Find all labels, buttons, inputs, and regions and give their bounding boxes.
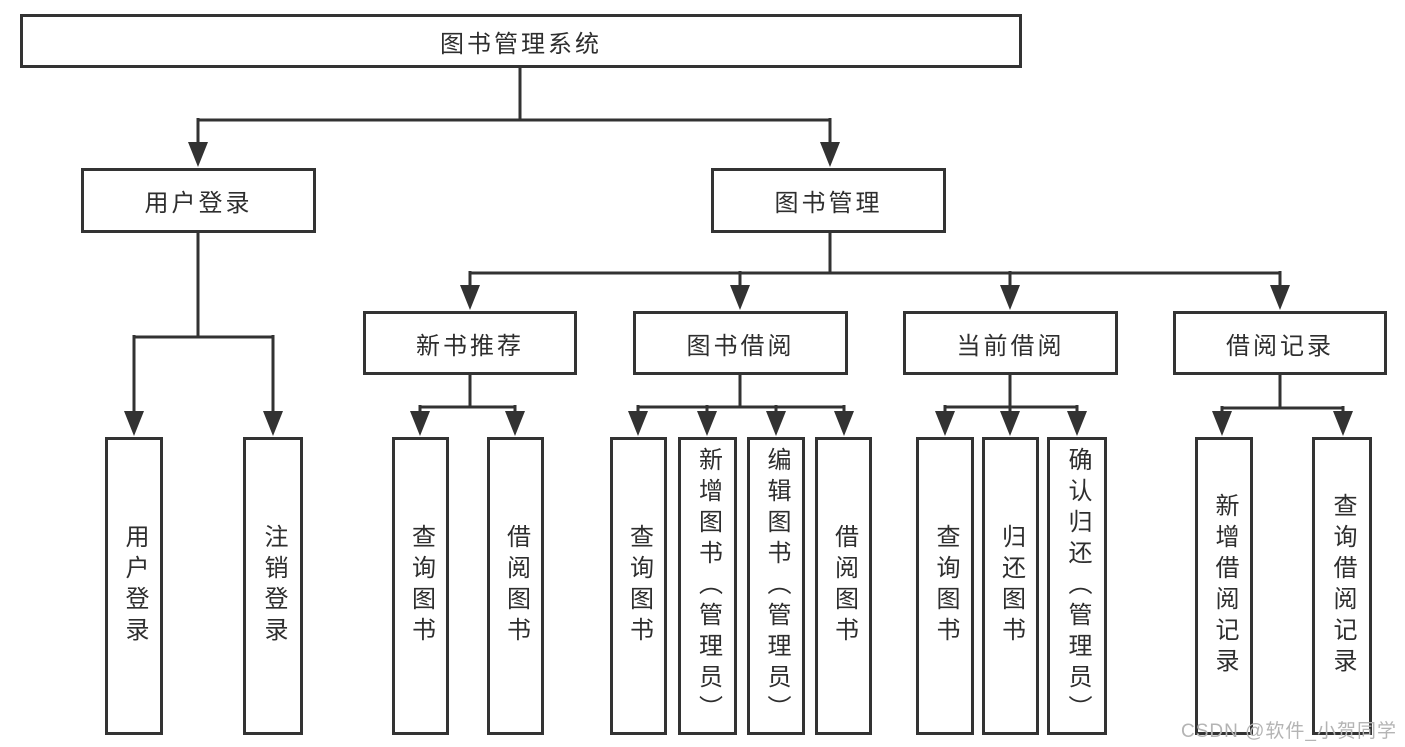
leaf-borrow-query-books: 查询图书 <box>610 437 667 735</box>
arrowhead-down-icon <box>1212 411 1353 436</box>
leaf-borrow-edit-book-admin: 编辑图书（管理员） <box>747 437 805 735</box>
node-current-borrow: 当前借阅 <box>903 311 1118 375</box>
connector-new-book-to-leaves <box>418 375 517 418</box>
arrowhead-down-icon <box>188 142 840 167</box>
leaf-current-query-books: 查询图书 <box>916 437 974 735</box>
arrowhead-down-icon <box>410 411 525 436</box>
leaf-records-query-record: 查询借阅记录 <box>1312 437 1372 735</box>
connector-borrow-records-to-leaves <box>1220 375 1345 418</box>
leaf-records-add-record: 新增借阅记录 <box>1195 437 1253 735</box>
connector-user-login-to-leaves <box>132 232 275 418</box>
connector-book-borrow-to-leaves <box>636 374 846 418</box>
leaf-user-login: 用户登录 <box>105 437 163 735</box>
leaf-borrow-add-book-admin: 新增图书（管理员） <box>678 437 737 735</box>
leaf-newbook-borrow-books: 借阅图书 <box>487 437 544 735</box>
leaf-current-confirm-return-admin: 确认归还（管理员） <box>1047 437 1107 735</box>
arrowhead-down-icon <box>935 411 1087 436</box>
connector-root-to-level2 <box>196 68 832 148</box>
leaf-newbook-query-books: 查询图书 <box>392 437 449 735</box>
leaf-logout: 注销登录 <box>243 437 303 735</box>
leaf-borrow-borrow-books: 借阅图书 <box>815 437 872 735</box>
connector-book-mgmt-to-level3 <box>468 233 1282 292</box>
leaf-current-return-books: 归还图书 <box>982 437 1039 735</box>
node-book-management: 图书管理 <box>711 168 946 233</box>
node-user-login: 用户登录 <box>81 168 316 233</box>
arrowhead-down-icon <box>628 411 854 436</box>
node-borrow-records: 借阅记录 <box>1173 311 1387 375</box>
arrowhead-down-icon <box>124 411 283 436</box>
node-library-system: 图书管理系统 <box>20 14 1022 68</box>
node-book-borrow: 图书借阅 <box>633 311 848 375</box>
arrowhead-down-icon <box>460 285 1290 310</box>
node-new-book-recommend: 新书推荐 <box>363 311 577 375</box>
